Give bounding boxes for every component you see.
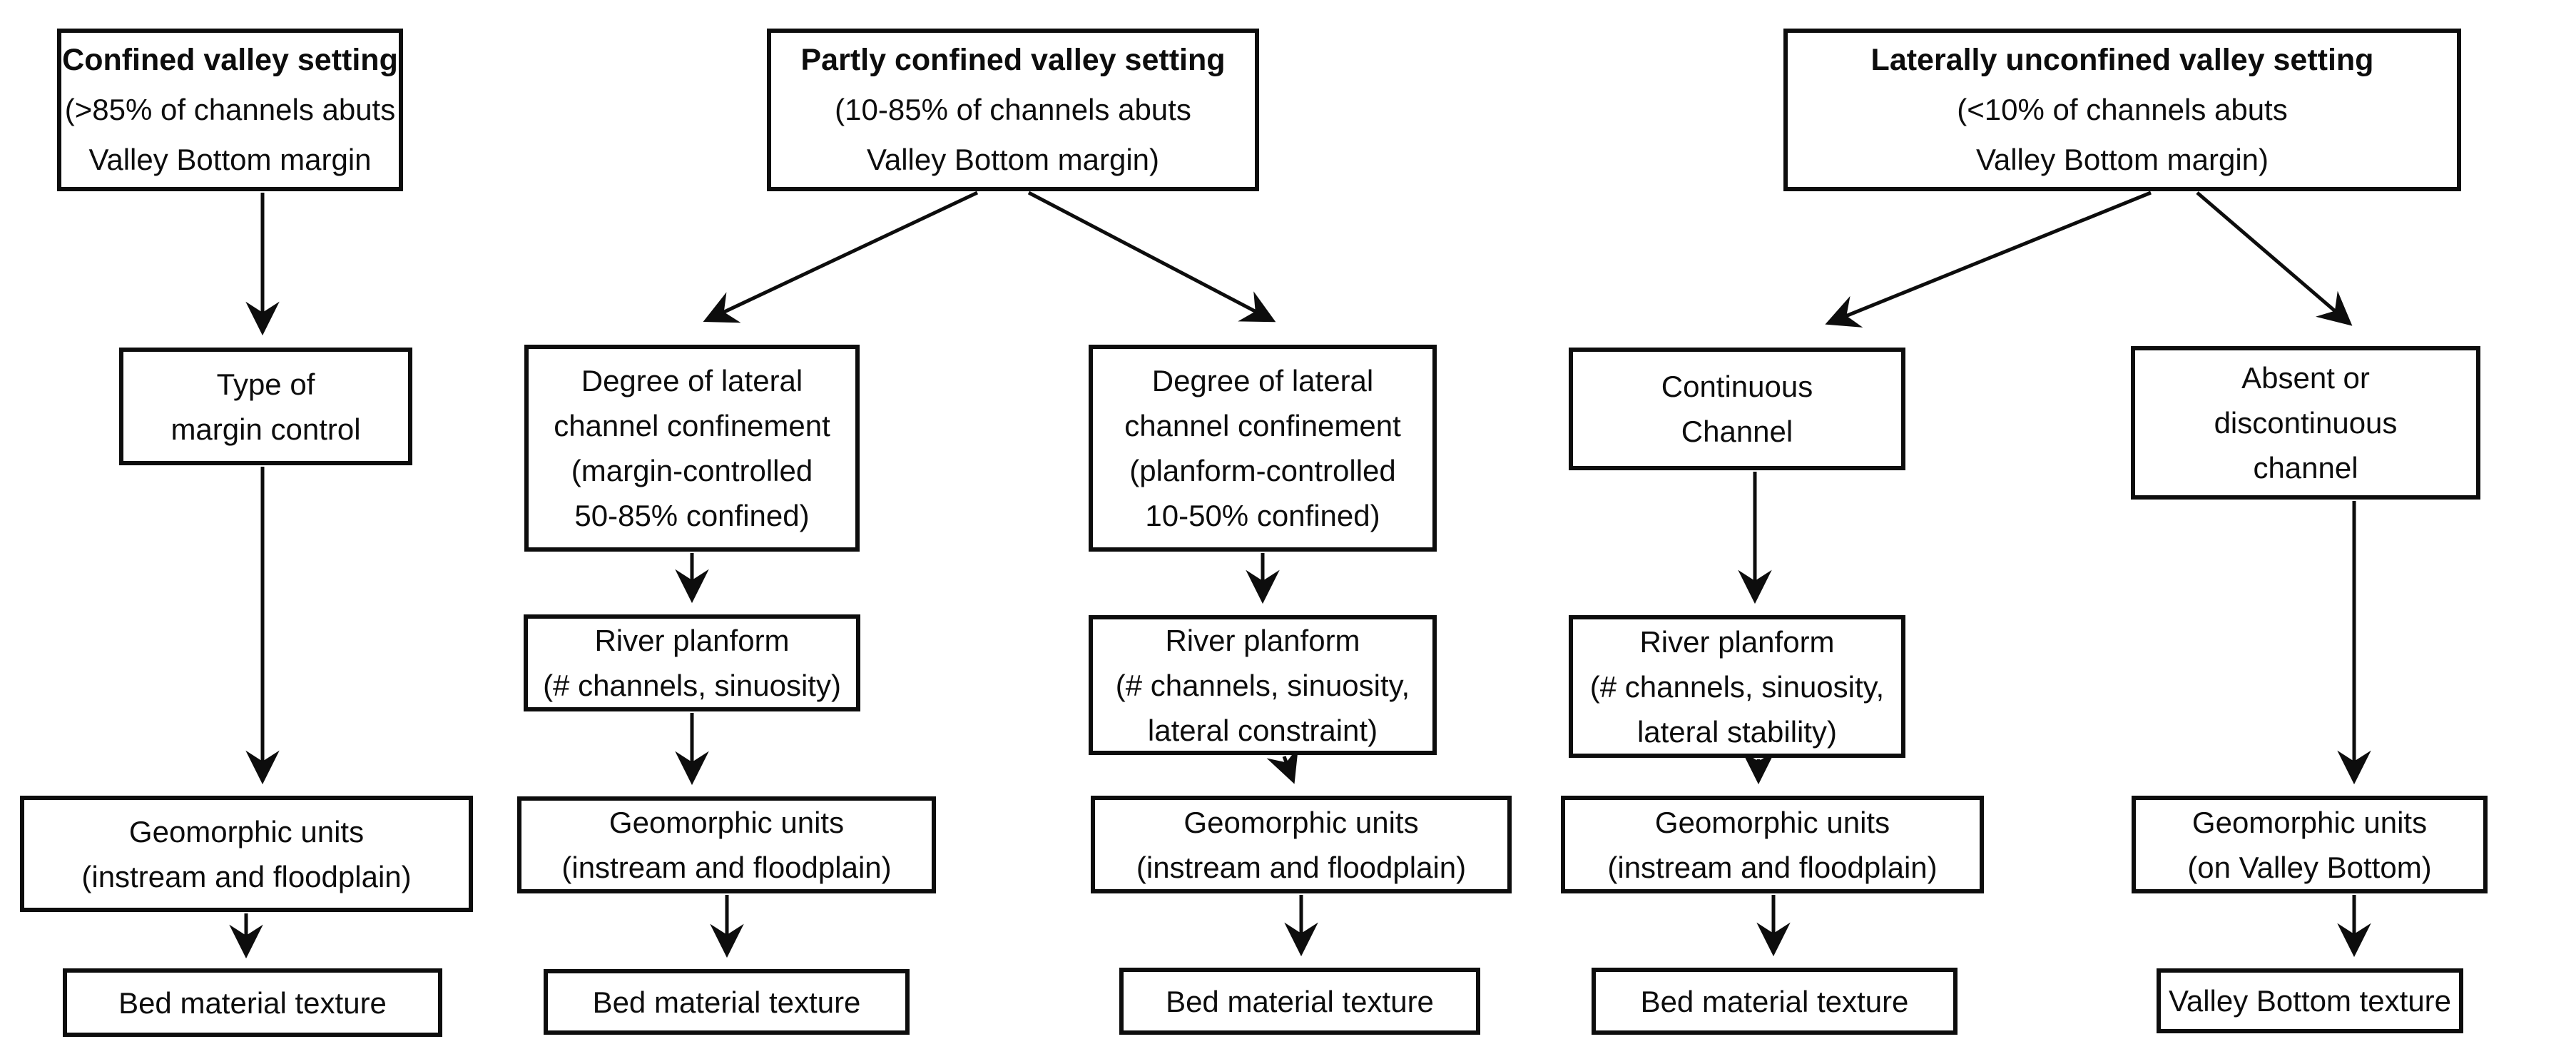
node-text: Degree of lateral	[1151, 364, 1374, 397]
node-bed-material-texture-1: Bed material texture	[63, 968, 442, 1037]
edge-planform-3-to-geo-3	[1266, 746, 1299, 784]
node-text: Valley Bottom margin	[88, 143, 372, 176]
node-text: Bed material texture	[1640, 984, 1909, 1018]
node-text: River planform	[1639, 624, 1835, 659]
node-absent-or-discontinuous-channel: Absent or discontinuous channel	[2131, 346, 2480, 500]
node-degree-confinement-margin-controlled: Degree of lateral channel confinement (m…	[524, 345, 860, 552]
node-title: Laterally unconfined valley setting	[1870, 43, 2374, 77]
node-text: channel confinement	[1124, 409, 1401, 442]
node-geomorphic-units-3: Geomorphic units (instream and floodplai…	[1091, 796, 1512, 893]
node-text: channel confinement	[554, 409, 830, 442]
node-text: Bed material texture	[592, 985, 861, 1019]
node-text: Geomorphic units	[1654, 805, 1890, 839]
node-text: (instream and floodplain)	[1136, 850, 1467, 884]
node-text: (10-85% of channels abuts	[835, 93, 1191, 126]
node-text: 50-85% confined)	[574, 499, 810, 532]
node-text: (# channels, sinuosity)	[543, 669, 841, 702]
node-bed-material-texture-3: Bed material texture	[1119, 968, 1480, 1035]
node-bed-material-texture-4: Bed material texture	[1592, 968, 1958, 1035]
node-text: Geomorphic units	[2191, 805, 2428, 839]
node-text: 10-50% confined)	[1145, 499, 1380, 532]
node-text: lateral stability)	[1636, 714, 1838, 749]
node-text: River planform	[1165, 623, 1360, 657]
node-confined-valley-setting: Confined valley setting (>85% of channel…	[57, 29, 403, 191]
node-text: (instream and floodplain)	[81, 859, 412, 893]
edge-unconfined-to-continuous	[1825, 191, 2152, 328]
node-river-planform-lateral-stability: River planform (# channels, sinuosity, l…	[1569, 615, 1905, 758]
node-text: Valley Bottom margin)	[1975, 143, 2269, 176]
node-text: Bed material texture	[118, 985, 387, 1020]
node-text: (<10% of channels abuts	[1957, 93, 2288, 126]
node-text: Geomorphic units	[128, 814, 365, 848]
node-text: (instream and floodplain)	[1607, 850, 1938, 884]
node-type-of-margin-control: Type of margin control	[119, 348, 412, 465]
node-geomorphic-units-valley-bottom: Geomorphic units (on Valley Bottom)	[2132, 796, 2488, 893]
node-text: (margin-controlled	[571, 454, 813, 487]
node-text: Absent or	[2241, 361, 2370, 395]
node-text: (on Valley Bottom)	[2187, 850, 2432, 884]
node-text: Bed material texture	[1166, 984, 1434, 1018]
node-continuous-channel: Continuous Channel	[1569, 348, 1905, 470]
node-text: lateral constraint)	[1147, 713, 1378, 747]
node-text: River planform	[594, 624, 790, 657]
node-text: Geomorphic units	[609, 806, 845, 839]
node-text: (>85% of channels abuts	[64, 93, 396, 126]
node-title: Partly confined valley setting	[800, 43, 1226, 77]
node-text: discontinuous	[2214, 406, 2398, 440]
node-degree-confinement-planform-controlled: Degree of lateral channel confinement (p…	[1089, 345, 1437, 552]
node-river-planform-sinuosity: River planform (# channels, sinuosity)	[524, 614, 860, 711]
node-text: channel	[2253, 451, 2358, 485]
node-text: Channel	[1681, 415, 1793, 448]
node-text: (instream and floodplain)	[561, 851, 892, 884]
edge-unconfined-to-absent	[2196, 191, 2353, 326]
node-text: (# channels, sinuosity,	[1589, 669, 1885, 704]
node-text: (planform-controlled	[1129, 454, 1396, 487]
edge-partly-to-degree-margin	[703, 191, 979, 323]
node-geomorphic-units-4: Geomorphic units (instream and floodplai…	[1561, 796, 1984, 893]
node-geomorphic-units-2: Geomorphic units (instream and floodplai…	[517, 796, 936, 893]
node-text: Valley Bottom margin)	[866, 143, 1160, 176]
node-partly-confined-valley-setting: Partly confined valley setting (10-85% o…	[767, 29, 1259, 191]
node-text: Degree of lateral	[581, 364, 803, 397]
node-laterally-unconfined-valley-setting: Laterally unconfined valley setting (<10…	[1783, 29, 2461, 191]
node-text: margin control	[170, 412, 361, 446]
node-text: (# channels, sinuosity,	[1115, 668, 1410, 702]
node-river-planform-lateral-constraint: River planform (# channels, sinuosity, l…	[1089, 615, 1437, 755]
node-text: Continuous	[1661, 370, 1813, 403]
node-text: Valley Bottom texture	[2168, 984, 2452, 1018]
node-geomorphic-units-1: Geomorphic units (instream and floodplai…	[20, 796, 473, 912]
node-text: Geomorphic units	[1183, 805, 1419, 839]
node-bed-material-texture-2: Bed material texture	[544, 969, 910, 1035]
node-valley-bottom-texture: Valley Bottom texture	[2157, 968, 2463, 1033]
edge-partly-to-degree-planform	[1027, 191, 1276, 323]
node-title: Confined valley setting	[62, 43, 398, 77]
node-text: Type of	[216, 367, 315, 401]
